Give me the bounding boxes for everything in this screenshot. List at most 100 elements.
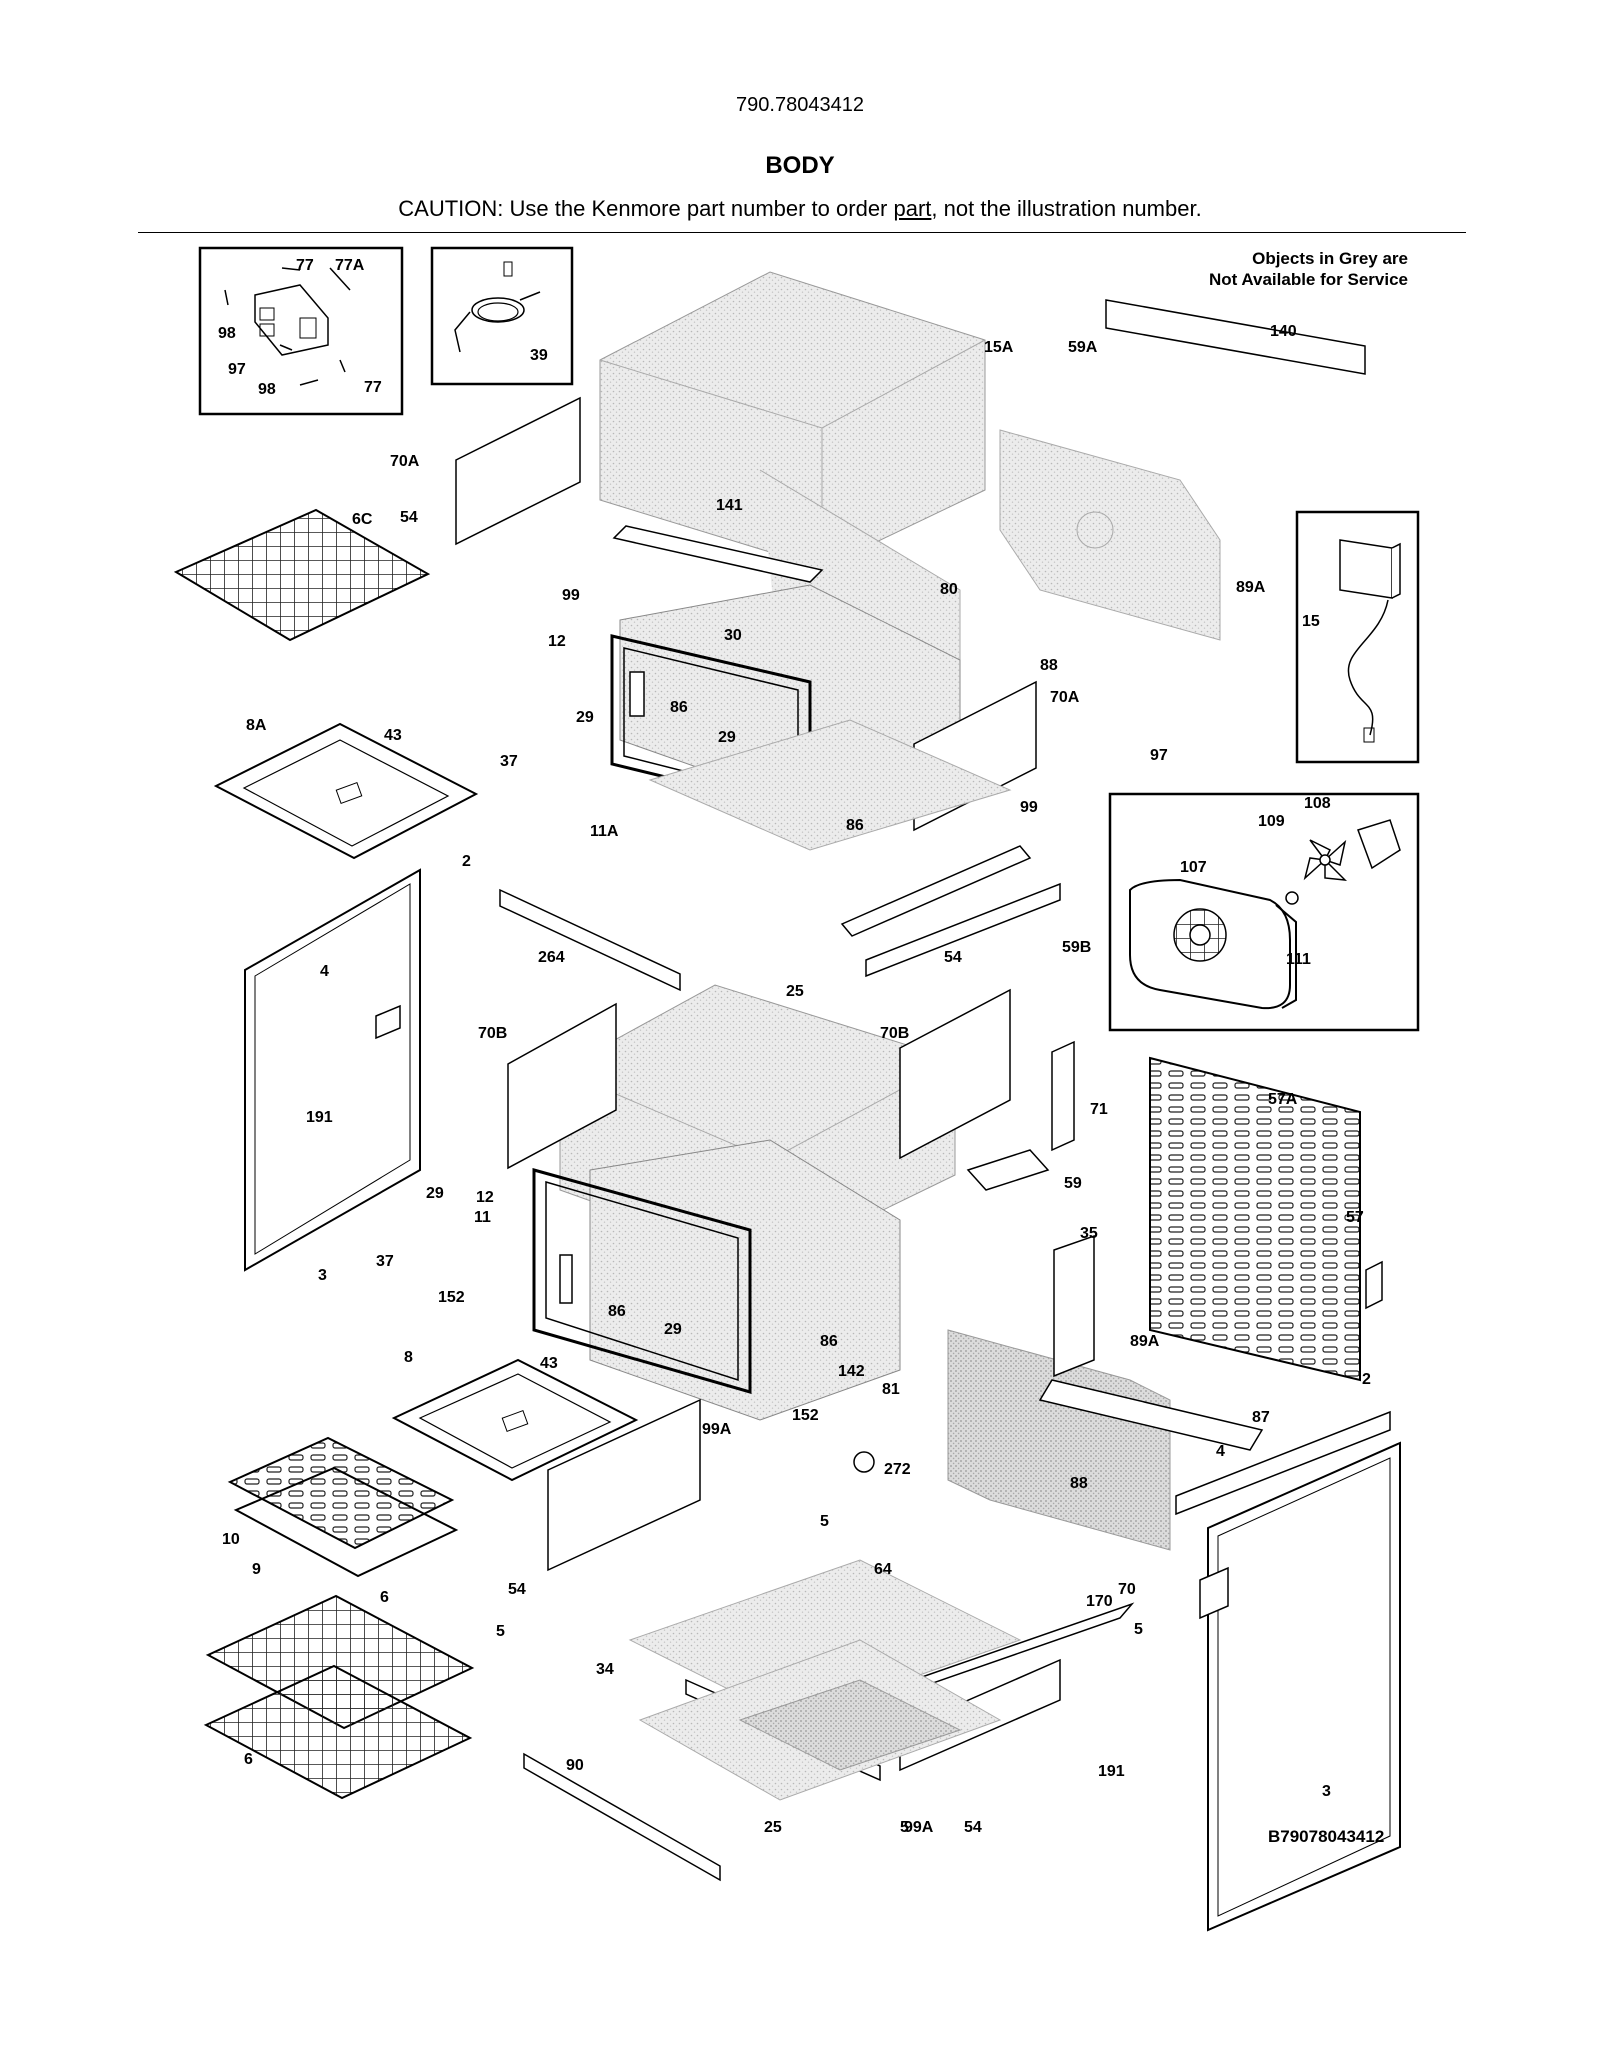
right-side-panel (1207, 1441, 1401, 1932)
callout-43: 43 (384, 727, 402, 744)
caution-suffix: , not the illustration number. (931, 196, 1202, 221)
callout-99: 99 (562, 587, 580, 604)
callout-141: 141 (716, 497, 743, 514)
callout-4: 4 (1216, 1443, 1225, 1460)
callout-6: 6 (244, 1751, 253, 1768)
callout-152: 152 (792, 1407, 819, 1424)
callout-57a: 57A (1268, 1091, 1298, 1108)
callout-29: 29 (576, 709, 594, 726)
left-side-panel (244, 868, 421, 1272)
caution-part-link[interactable]: part (893, 196, 932, 221)
inset-wire-harness-39 (430, 246, 574, 386)
callout-99a: 99A (904, 1819, 934, 1836)
callout-12: 12 (548, 633, 566, 650)
callout-81: 81 (882, 1381, 900, 1398)
callout-142: 142 (838, 1363, 865, 1380)
callout-29: 29 (718, 729, 736, 746)
callout-98: 98 (258, 381, 276, 398)
header-rule (138, 232, 1466, 233)
floor-panels-grey (628, 719, 1022, 1801)
callout-8a: 8A (246, 717, 267, 734)
callout-152: 152 (438, 1289, 465, 1306)
callout-90: 90 (566, 1757, 584, 1774)
callout-25: 25 (786, 983, 804, 1000)
callout-191: 191 (1098, 1763, 1125, 1780)
callout-77: 77 (364, 379, 382, 396)
callout-3: 3 (1322, 1783, 1331, 1800)
callout-59a: 59A (1068, 339, 1098, 356)
callout-97: 97 (1150, 747, 1168, 764)
callout-35: 35 (1080, 1225, 1098, 1242)
callout-8: 8 (404, 1349, 413, 1366)
callout-170: 170 (1086, 1593, 1113, 1610)
callout-29: 29 (426, 1185, 444, 1202)
callout-29: 29 (664, 1321, 682, 1338)
callout-54: 54 (400, 509, 418, 526)
callout-5: 5 (496, 1623, 505, 1640)
callout-34: 34 (596, 1661, 614, 1678)
callout-5: 5 (1134, 1621, 1143, 1638)
callout-43: 43 (540, 1355, 558, 1372)
callout-97: 97 (228, 361, 246, 378)
callout-2: 2 (462, 853, 471, 870)
callout-140: 140 (1270, 323, 1297, 340)
callout-5: 5 (820, 1513, 829, 1530)
caution-prefix: CAUTION: Use the Kenmore part number to … (398, 196, 894, 221)
callout-98: 98 (218, 325, 236, 342)
inset-control-board (198, 246, 404, 416)
grey-note-line-2: Not Available for Service (1208, 270, 1408, 289)
callout-64: 64 (874, 1561, 892, 1578)
callout-6c: 6C (352, 511, 373, 528)
callout-39: 39 (530, 347, 548, 364)
model-number: 790.78043412 (736, 94, 864, 116)
callout-191: 191 (306, 1109, 333, 1126)
callout-71: 71 (1090, 1101, 1108, 1118)
callout-37: 37 (500, 753, 518, 770)
callout-77: 77 (296, 257, 314, 274)
grey-note-line-1: Objects in Grey are (1252, 249, 1408, 268)
lower-oven-cavity (532, 1139, 901, 1421)
rack-6-lower (203, 1664, 473, 1800)
callout-15a: 15A (984, 339, 1014, 356)
callout-59: 59 (1064, 1175, 1082, 1192)
callout-70a: 70A (390, 453, 420, 470)
callout-109: 109 (1258, 813, 1285, 830)
callout-108: 108 (1304, 795, 1331, 812)
tray-8 (391, 1358, 639, 1482)
callout-70: 70 (1118, 1581, 1136, 1598)
rear-panel-grey (947, 429, 1221, 1551)
callout-88: 88 (1070, 1475, 1088, 1492)
callout-15: 15 (1302, 613, 1320, 630)
callout-70b: 70B (880, 1025, 909, 1042)
callout-10: 10 (222, 1531, 240, 1548)
misc-parts (375, 1004, 1383, 1620)
callout-264: 264 (538, 949, 565, 966)
diagram-id: B79078043412 (1268, 1827, 1385, 1846)
callout-5: 5 (900, 1819, 909, 1836)
callout-57: 57 (1346, 1209, 1364, 1226)
callout-12: 12 (476, 1189, 494, 1206)
callout-99a: 99A (702, 1421, 732, 1438)
callout-70a: 70A (1050, 689, 1080, 706)
callout-88: 88 (1040, 657, 1058, 674)
callout-272: 272 (884, 1461, 911, 1478)
tray-8a (213, 722, 479, 860)
rear-cover-panel-71 (1149, 1056, 1361, 1382)
broiler-pan (227, 1436, 459, 1578)
callout-89a: 89A (1130, 1333, 1160, 1350)
callout-111: 111 (1286, 951, 1311, 968)
callout-9: 9 (252, 1561, 261, 1578)
callout-86: 86 (846, 817, 864, 834)
callout-107: 107 (1180, 859, 1207, 876)
callout-70b: 70B (478, 1025, 507, 1042)
callout-2: 2 (1362, 1371, 1371, 1388)
callout-77a: 77A (335, 257, 365, 274)
callout-86: 86 (670, 699, 688, 716)
callout-99: 99 (1020, 799, 1038, 816)
callout-86: 86 (608, 1303, 626, 1320)
callout-54: 54 (508, 1581, 526, 1598)
callout-87: 87 (1252, 1409, 1270, 1426)
callout-4: 4 (320, 963, 329, 980)
rack-6c (173, 508, 431, 642)
